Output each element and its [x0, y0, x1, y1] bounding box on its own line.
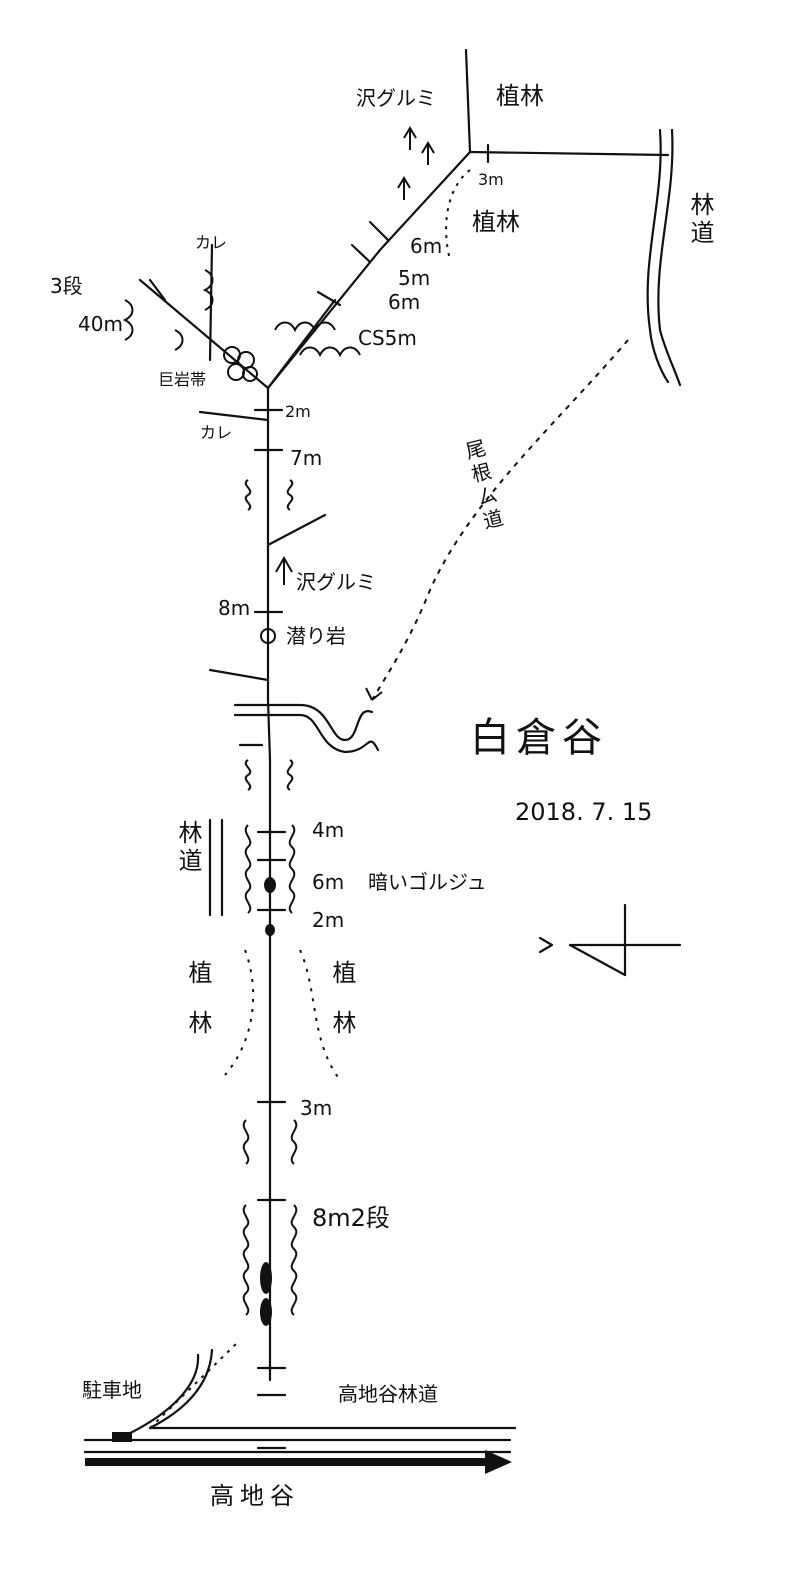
label-3m-lower: 3m: [300, 1096, 333, 1120]
label-2m-lower: 2m: [312, 908, 345, 932]
label-40m: 40m: [78, 312, 123, 336]
label-kyoganta: 巨岩帯: [158, 370, 207, 389]
label-3m-top: 3m: [478, 170, 504, 189]
rindo-right-c: [648, 328, 670, 384]
label-sawa-gurumi-top: 沢グルミ: [356, 86, 436, 110]
left-branch: [138, 278, 270, 390]
walnut-trees: [275, 126, 435, 585]
label-takachidani-rindo: 高地谷林道: [338, 1382, 438, 1406]
label-parking: 駐車地: [82, 1378, 142, 1402]
label-shokurin-right: 植林: [472, 208, 520, 236]
label-6m-mid: 6m: [388, 290, 421, 314]
rindo-right-a: [646, 128, 662, 332]
label-cs5m: CS5m: [358, 326, 417, 350]
ridge-to-rindo: [468, 150, 670, 157]
label-kare-1: カレ: [195, 233, 228, 252]
mid-road-a: [233, 703, 374, 742]
mid-road-c: [208, 668, 270, 682]
label-shokurin-top-right: 植林: [496, 82, 544, 110]
gorge-walls: [122, 269, 361, 1316]
parking-dots: [149, 1339, 241, 1429]
takachidani-arrow: [85, 1432, 512, 1474]
label-3dan: 3段: [50, 274, 83, 298]
label-2m-top: 2m: [285, 402, 311, 421]
parking-road-1: [148, 1348, 214, 1430]
forest-dots-right: [299, 949, 341, 1081]
label-kare-2: カレ: [200, 423, 233, 442]
label-shokurin-right-lower: 植林: [328, 960, 356, 1060]
tributary-mid: [266, 513, 327, 547]
forest-dots-top: [445, 169, 471, 261]
label-moguri-iwa: 潜り岩: [286, 624, 346, 648]
boulder-field: [223, 346, 258, 382]
pools: [260, 877, 276, 1326]
label-8m-upper: 8m: [218, 596, 251, 620]
label-sawa-gurumi-mid: 沢グルミ: [296, 570, 376, 594]
upper-stream: [464, 48, 472, 154]
waterfall-marks: [148, 143, 490, 1450]
right-branch: [266, 150, 472, 390]
ridge-path: [371, 339, 629, 701]
label-shokurin-left: 植林: [184, 960, 212, 1060]
forest-dots-left: [224, 949, 255, 1076]
mid-road-b: [233, 713, 380, 754]
survey-date: 2018. 7. 15: [515, 798, 653, 826]
tributary-kare: [198, 410, 270, 422]
map-title: 白倉谷: [470, 715, 608, 761]
compass-diag: [568, 943, 627, 977]
label-dark-gorge: 暗いゴルジュ: [368, 870, 487, 894]
label-6m-lower: 6m: [312, 870, 345, 894]
compass-n: [538, 936, 554, 954]
label-rindo-left: 林道: [174, 820, 202, 876]
parking-road-2: [118, 1353, 200, 1440]
tributary-cs5m: [266, 298, 337, 390]
moguri-rock-mark: [260, 628, 276, 644]
label-6m-upper: 6m: [410, 234, 443, 258]
label-rindo-right: 林道: [686, 192, 714, 248]
label-7m: 7m: [290, 446, 323, 470]
label-4m: 4m: [312, 818, 345, 842]
label-takachidani: 高地谷: [210, 1482, 300, 1510]
rindo-right-b: [657, 128, 682, 387]
label-8m-2dan: 8m2段: [312, 1204, 390, 1232]
label-5m: 5m: [398, 266, 431, 290]
tributary-kare1: [208, 243, 214, 362]
